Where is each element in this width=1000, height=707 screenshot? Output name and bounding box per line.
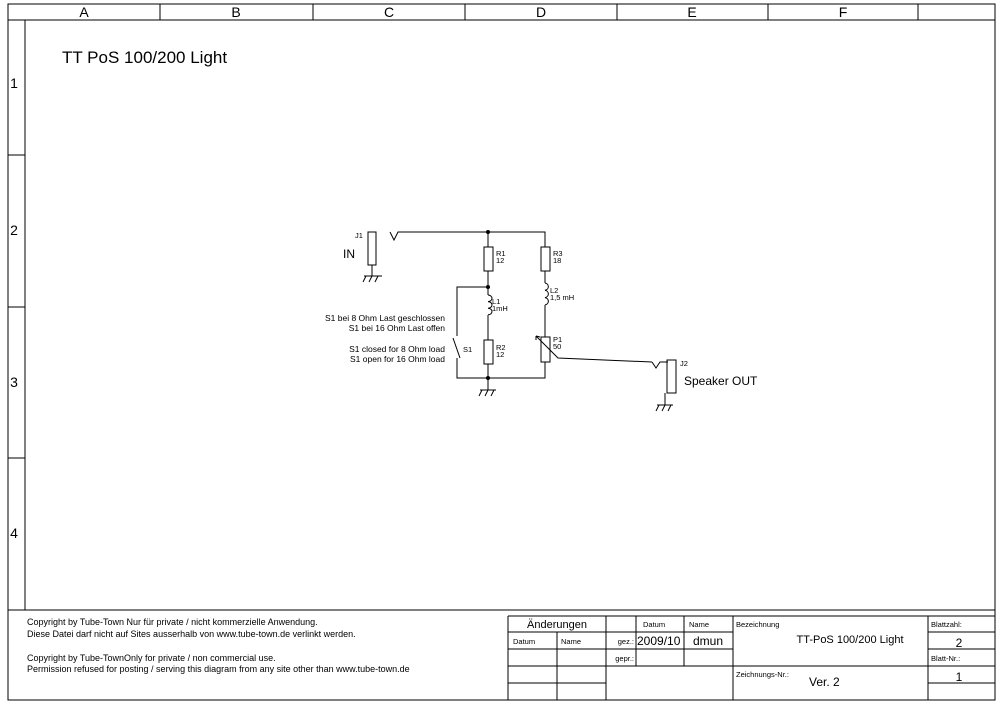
gepr-label: gepr.:	[615, 654, 634, 663]
row-label: 2	[10, 222, 18, 238]
note-s1-de: S1 bei 16 Ohm Last offen	[349, 323, 446, 333]
title-block	[507, 615, 995, 700]
column-label: F	[839, 4, 848, 20]
connector-j2	[666, 359, 677, 394]
inductor-l1	[487, 294, 493, 316]
label-j2: J2	[680, 359, 688, 368]
value-p1: 50	[553, 342, 561, 351]
resistor-r3	[540, 246, 551, 272]
value-r3: 18	[553, 256, 561, 265]
row-label: 3	[10, 374, 18, 390]
column-label: A	[79, 4, 89, 20]
circuit	[362, 230, 677, 412]
label-s1: S1	[463, 345, 472, 354]
label-r1: R1	[496, 249, 506, 258]
value-r1: 12	[496, 256, 504, 265]
column-label: E	[687, 4, 696, 20]
note-s1-en: S1 closed for 8 Ohm load	[349, 344, 445, 354]
label-r2: R2	[496, 343, 506, 352]
bezeichnung-label: Bezeichnung	[736, 620, 779, 629]
changes-datum-header: Datum	[513, 637, 535, 646]
name-header: Name	[689, 620, 709, 629]
blatt-nr-label: Blatt-Nr.:	[931, 654, 960, 663]
column-label: B	[231, 4, 240, 20]
changes-header: Änderungen	[527, 619, 587, 631]
label-p1: P1	[553, 335, 562, 344]
resistor-r2	[483, 339, 494, 365]
label-l2: L2	[550, 286, 558, 295]
drawing-title: TT-PoS 100/200 Light	[796, 634, 903, 646]
blattzahl-label: Blattzahl:	[931, 620, 962, 629]
gez-label: gez.:	[618, 637, 634, 646]
ground-icon	[362, 265, 382, 283]
row-label: 1	[10, 75, 18, 91]
label-speaker-out: Speaker OUT	[684, 374, 758, 388]
column-label: D	[536, 4, 546, 20]
copyright-de: Copyright by Tube-Town Nur für private /…	[27, 617, 318, 627]
sheet-frame	[7, 3, 996, 701]
switch-s1	[452, 337, 461, 359]
note-s1-en: S1 open for 16 Ohm load	[350, 354, 445, 364]
label-j1: J1	[355, 231, 363, 240]
page-title: TT PoS 100/200 Light	[62, 48, 227, 67]
drawn-date: 2009/10	[637, 634, 681, 648]
inductor-l2	[544, 282, 549, 306]
drawn-by: dmun	[693, 634, 723, 648]
blattzahl-value: 2	[956, 636, 963, 650]
row-label: 4	[10, 525, 18, 541]
label-r3: R3	[553, 249, 563, 258]
changes-name-header: Name	[561, 637, 581, 646]
value-l2: 1,5 mH	[550, 293, 574, 302]
note-s1-de: S1 bei 8 Ohm Last geschlossen	[325, 313, 445, 323]
label-in: IN	[343, 247, 355, 261]
zeichnungs-nr-value: Ver. 2	[809, 675, 840, 689]
ground-icon	[655, 393, 673, 412]
value-r2: 12	[496, 350, 504, 359]
ground-icon	[478, 389, 496, 397]
copyright-en: Copyright by Tube-TownOnly for private /…	[27, 653, 276, 663]
copyright-en: Permission refused for posting / serving…	[27, 664, 410, 674]
datum-header: Datum	[643, 620, 665, 629]
resistor-r1	[483, 246, 494, 272]
potentiometer-p1	[540, 336, 551, 363]
copyright-de: Diese Datei darf nicht auf Sites ausserh…	[27, 629, 356, 639]
value-l1: 1mH	[492, 304, 508, 313]
blatt-nr-value: 1	[956, 670, 963, 684]
connector-j1	[367, 231, 377, 266]
label-l1: L1	[492, 297, 500, 306]
column-label: C	[384, 4, 394, 20]
zeichnungs-nr-label: Zeichnungs-Nr.:	[736, 670, 789, 679]
